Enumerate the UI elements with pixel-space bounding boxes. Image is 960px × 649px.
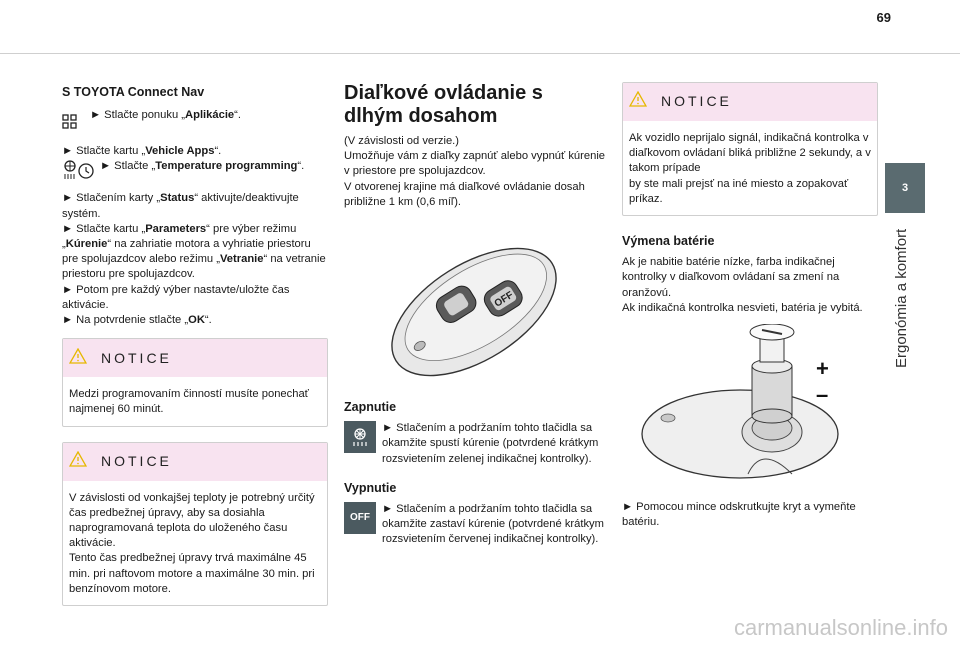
notice-title-3: NOTICE bbox=[661, 93, 732, 110]
step-parameters: ► Stlačte kartu „Parameters“ pre výber r… bbox=[62, 222, 326, 281]
step-temperature-programming: ► Stlačte „Temperature programming“. bbox=[62, 159, 328, 181]
notice-header-3: NOTICE bbox=[623, 83, 877, 121]
notice-header-2: NOTICE bbox=[63, 442, 327, 481]
zapnutie-heading: Zapnutie bbox=[344, 400, 397, 415]
coin-instruction: ► Pomocou mince odskrutkujte kryt a vyme… bbox=[622, 501, 856, 529]
notice-text-2: V závislosti od vonkajšej teploty je pot… bbox=[69, 491, 315, 595]
chapter-label: Ergonómia a komfort bbox=[893, 218, 917, 378]
step-status: ► Stlačením karty „Status“ aktivujte/dea… bbox=[62, 192, 299, 220]
heat-on-icon bbox=[344, 421, 376, 454]
watermark: carmanualsonline.info bbox=[733, 615, 948, 640]
notice-box-3: NOTICE Ak vozidlo neprijalo signál, indi… bbox=[622, 82, 878, 217]
notice-box-2: NOTICE V závislosti od vonkajšej teploty… bbox=[62, 441, 328, 607]
warning-icon bbox=[628, 91, 648, 112]
battery-text-dead: Ak indikačná kontrolka nesvieti, batéria… bbox=[622, 301, 863, 314]
intro-range: V otvorenej krajine má diaľkové ovládani… bbox=[344, 180, 585, 208]
notice-title-1: NOTICE bbox=[101, 349, 172, 366]
warning-icon bbox=[68, 347, 88, 369]
battery-text-low: Ak je nabitie batérie nízke, farba indik… bbox=[622, 256, 840, 299]
page-number: 69 bbox=[876, 10, 891, 25]
section-heading-connect-nav: S TOYOTA Connect Nav bbox=[62, 85, 205, 99]
column-3: NOTICE Ak vozidlo neprijalo signál, indi… bbox=[622, 82, 878, 530]
column-1: S TOYOTA Connect Nav ► Stlačte ponuku „A… bbox=[62, 85, 328, 607]
page-title: Diaľkové ovládanie s dlhým dosahom bbox=[344, 82, 543, 127]
chapter-tab[interactable]: 3 bbox=[885, 163, 925, 213]
vypnutie-heading: Vypnutie bbox=[344, 480, 397, 495]
warning-icon bbox=[68, 450, 88, 472]
step-ok: ► Na potvrdenie stlačte „OK“. bbox=[62, 314, 212, 327]
intro-version: (V závislosti od verzie.) bbox=[344, 135, 460, 147]
intro-purpose: Umožňuje vám z diaľky zapnúť alebo vypnú… bbox=[344, 150, 606, 178]
header-rule bbox=[0, 53, 960, 54]
minus-sign: – bbox=[816, 382, 828, 407]
battery-illustration: + – bbox=[622, 323, 878, 494]
notice-box-1: NOTICE Medzi programovaním činností musí… bbox=[62, 338, 328, 427]
notice-title-2: NOTICE bbox=[101, 453, 172, 470]
battery-replacement-image: + – bbox=[641, 323, 839, 479]
step-vehicle-apps: ► Stlačte kartu „Vehicle Apps“. bbox=[62, 145, 222, 158]
step-aplikacie: ► Stlačte ponuku „Aplikácie“. bbox=[62, 108, 328, 136]
remote-control-image: OFF bbox=[391, 247, 557, 377]
notice-text-1: Medzi programovaním činností musíte pone… bbox=[69, 388, 309, 416]
off-button-icon: OFF bbox=[344, 502, 376, 535]
column-2: Diaľkové ovládanie s dlhým dosahom (V zá… bbox=[344, 82, 606, 548]
notice-text-3: Ak vozidlo neprijalo signál, indikačná k… bbox=[629, 132, 871, 205]
apps-grid-icon bbox=[62, 114, 84, 136]
plus-sign: + bbox=[816, 356, 829, 381]
chapter-label-text: Ergonómia a komfort bbox=[893, 228, 910, 368]
remote-illustration: OFF bbox=[344, 224, 606, 394]
step-set-time: ► Potom pre každý výber nastavte/uložte … bbox=[62, 283, 290, 311]
battery-heading: Výmena batérie bbox=[622, 234, 715, 249]
fan-clock-icon bbox=[62, 159, 96, 181]
vypnutie-step: OFF ► Stlačením a podržaním tohto tlačid… bbox=[344, 502, 606, 548]
notice-header-1: NOTICE bbox=[63, 339, 327, 378]
zapnutie-step: ► Stlačením a podržaním tohto tlačidla s… bbox=[344, 421, 606, 467]
